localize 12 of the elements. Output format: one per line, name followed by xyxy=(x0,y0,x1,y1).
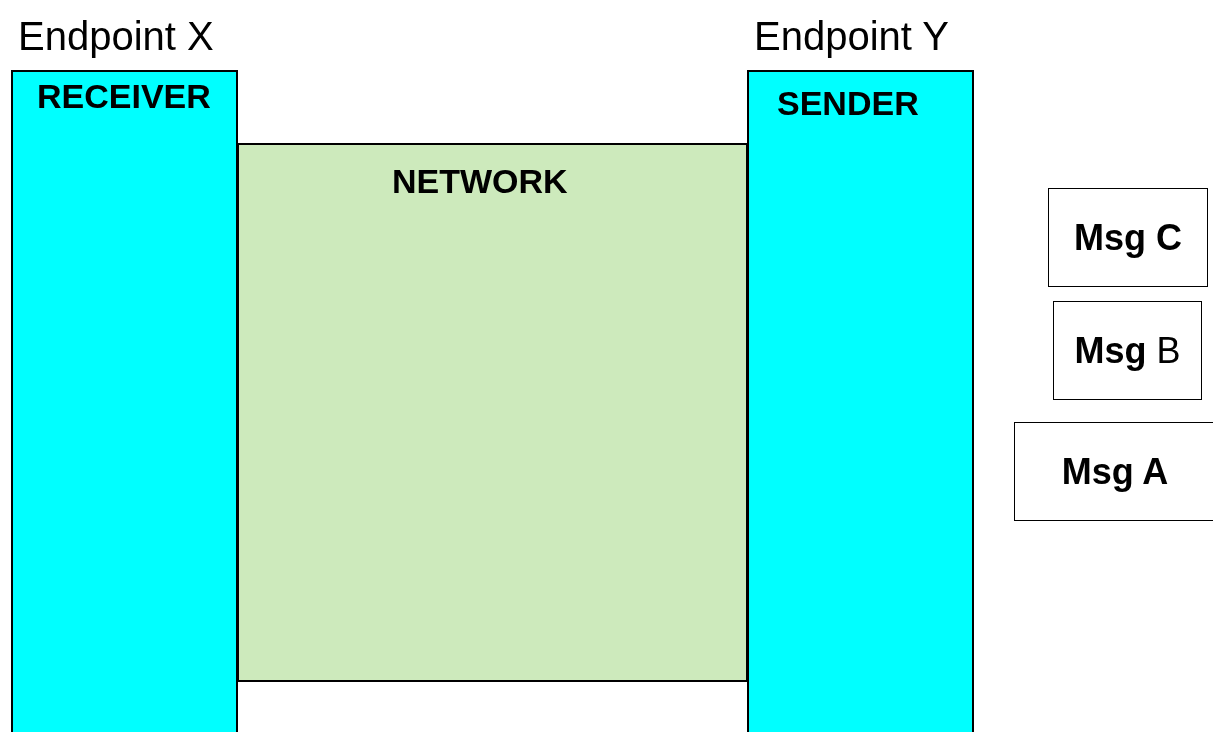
endpoint-heading: Endpoint Y xyxy=(754,14,949,59)
message-box xyxy=(1048,188,1208,287)
message-box xyxy=(1014,422,1213,521)
role-label: SENDER xyxy=(777,84,919,123)
message-label: Msg B xyxy=(1074,329,1181,372)
network-label: NETWORK xyxy=(392,162,568,201)
message-box xyxy=(1053,301,1202,400)
role-label: RECEIVER xyxy=(37,77,211,116)
network-area xyxy=(237,143,748,682)
endpoint-heading: Endpoint X xyxy=(18,14,214,59)
message-label: Msg C xyxy=(1074,216,1182,259)
message-label: Msg A xyxy=(1061,450,1169,493)
